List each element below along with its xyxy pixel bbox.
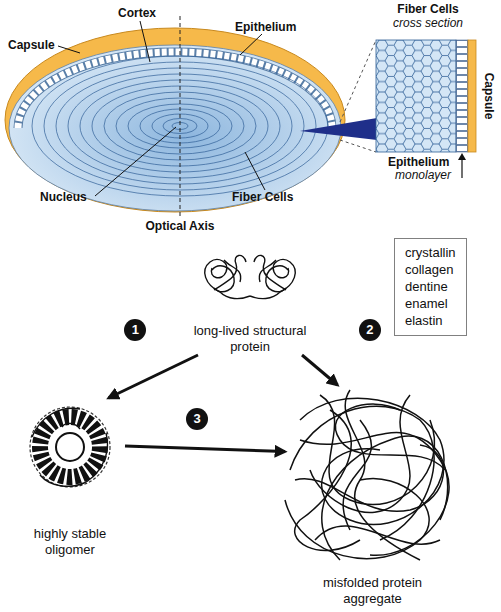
illustration-part xyxy=(224,260,241,282)
oligomer-drawing xyxy=(30,407,110,487)
part-label: Epithelium xyxy=(235,20,296,34)
part-label: Cortex xyxy=(118,6,156,20)
illustration-part xyxy=(40,417,100,477)
illustration-part xyxy=(340,140,376,152)
protein-state: highly stable oligomer xyxy=(15,398,125,558)
illustration-part xyxy=(245,152,265,190)
illustration-part xyxy=(240,34,262,55)
illustration-part xyxy=(32,408,108,486)
protein-state: misfolded protein aggregate xyxy=(285,385,460,607)
illustration-part xyxy=(30,407,110,487)
protein-half xyxy=(205,255,250,298)
part-label: Epithelium xyxy=(388,155,449,169)
illustration-part xyxy=(458,153,466,160)
monolayer-arrow xyxy=(458,153,466,178)
reaction-arrow xyxy=(125,446,285,452)
fiber-cells xyxy=(376,40,456,152)
state-label: misfolded protein aggregate xyxy=(313,575,433,607)
illustration-part xyxy=(320,395,435,505)
illustration-part xyxy=(310,395,410,512)
callout-number: 3 xyxy=(186,408,208,430)
illustration-part xyxy=(315,526,440,544)
protein-half xyxy=(250,255,295,298)
part-label: Fiber Cells xyxy=(397,2,458,16)
callout-number: 1 xyxy=(124,319,146,341)
illustration-part xyxy=(56,433,84,461)
illustration-part xyxy=(92,86,268,166)
examples-box: crystallin collagen dentine enamel elast… xyxy=(394,238,467,336)
illustration-part xyxy=(95,127,176,196)
part-label: Nucleus xyxy=(40,190,87,204)
callout-wedge xyxy=(300,118,377,140)
state-label: long-lived structural protein xyxy=(188,323,313,355)
reaction-arrow xyxy=(109,355,199,398)
illustration-part xyxy=(273,260,295,292)
epithelium-column xyxy=(456,40,468,152)
part-label: monolayer xyxy=(395,168,451,182)
inset-guides xyxy=(340,40,376,152)
epithelium-layer xyxy=(18,52,332,128)
lens-capsule xyxy=(5,28,345,212)
optical-axis xyxy=(180,16,181,216)
fiber-rings xyxy=(32,56,328,196)
part-label: Optical Axis xyxy=(146,219,215,233)
capsule-strip xyxy=(468,40,476,152)
illustration-part xyxy=(58,46,80,53)
callout-number: 2 xyxy=(359,319,381,341)
lens xyxy=(5,16,345,216)
leader-lines xyxy=(58,21,265,196)
reaction-arrow xyxy=(302,355,338,385)
illustration-part xyxy=(300,433,449,556)
part-label: cross section xyxy=(393,16,463,30)
aggregate-drawing xyxy=(285,390,449,560)
part-label: Capsule xyxy=(482,73,496,120)
illustration-part xyxy=(254,255,286,290)
illustration-part xyxy=(343,420,371,530)
epithelium-cells xyxy=(18,52,332,128)
illustration-part xyxy=(340,40,376,122)
illustration-part xyxy=(259,260,276,282)
part-label: Fiber Cells xyxy=(232,190,293,204)
illustration-part xyxy=(266,266,288,292)
lens-body xyxy=(9,45,341,211)
example-list: crystallin collagen dentine enamel elast… xyxy=(405,244,456,329)
fiber-cross-section xyxy=(376,40,476,152)
illustration-part xyxy=(214,255,246,290)
state-label: highly stable oligomer xyxy=(20,526,120,558)
illustration-part xyxy=(212,266,234,292)
protein-drawing xyxy=(205,255,295,298)
part-label: Capsule xyxy=(8,38,55,52)
illustration-part xyxy=(335,404,445,470)
illustration-part xyxy=(461,158,462,178)
protein-state: long-lived structural protein xyxy=(185,255,315,355)
illustration-part xyxy=(250,292,280,299)
illustration-part xyxy=(32,56,328,196)
illustration-part xyxy=(220,292,250,299)
illustration-part xyxy=(140,21,150,62)
illustration-part xyxy=(205,260,227,292)
